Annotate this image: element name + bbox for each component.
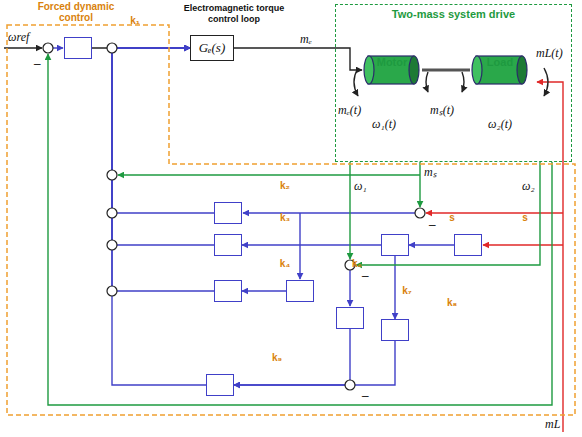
- wiring-part: [43, 43, 425, 390]
- signal-label: ω₂(t): [488, 118, 512, 131]
- cylinder-body: [476, 56, 522, 84]
- sign-mark: –: [34, 56, 41, 69]
- torque-arrow: [426, 72, 428, 92]
- block-label: k₁: [89, 15, 181, 26]
- sign-mark: –: [429, 217, 436, 230]
- connector: [234, 329, 350, 385]
- heading: Load: [470, 56, 530, 68]
- load-torque-wire: [537, 82, 563, 432]
- motor-cylinder: Motor: [362, 53, 422, 87]
- signal-label: mₛ: [424, 166, 437, 179]
- wiring-part: [4, 48, 563, 432]
- connector: [112, 48, 214, 291]
- cylinder-face: [364, 56, 374, 84]
- signal-label: mL: [545, 418, 560, 431]
- plant-region: Motor Load Two-mass system drive: [335, 4, 572, 162]
- summing-junction: [107, 240, 117, 250]
- torque-arrow: [354, 68, 358, 96]
- signal-label: mₛ(t): [430, 104, 454, 117]
- signal-label: ω₂: [522, 180, 535, 193]
- connector: [112, 48, 214, 213]
- summing-junction: [107, 170, 117, 180]
- signal-wire: [349, 270, 350, 306]
- torque-arrow: [544, 68, 548, 96]
- connector: [234, 48, 362, 70]
- connector: [242, 244, 381, 245]
- signal-wire: [243, 212, 415, 213]
- sign-mark: –: [362, 268, 369, 281]
- region-outline: [7, 25, 575, 415]
- gain-block: k₁: [64, 37, 92, 59]
- sign-mark: –: [362, 388, 369, 401]
- connector: [112, 48, 206, 385]
- summing-junction: [107, 286, 117, 296]
- speed-wire: [349, 162, 350, 259]
- connector: [409, 244, 454, 245]
- block-label: k₇: [361, 285, 453, 296]
- derivative-block: s: [381, 234, 409, 256]
- torque-arrow: [462, 72, 464, 92]
- gain-block: k₆: [286, 280, 314, 302]
- block-label: s: [479, 212, 571, 223]
- signal-label: mₑ: [300, 33, 312, 46]
- summing-junction: [43, 43, 53, 53]
- signal-label: ω₁: [354, 180, 367, 193]
- gain-block: k₈: [381, 319, 409, 341]
- block-label: k₉: [231, 352, 323, 363]
- block-label: k₃: [239, 212, 331, 223]
- cylinder-face: [409, 56, 419, 84]
- derivative-block: s: [454, 234, 482, 256]
- block-label: s: [406, 212, 498, 223]
- block-label: Gₑ(s): [199, 40, 226, 56]
- load-torque-wire: [483, 244, 563, 245]
- heading: Forced dynamic control: [30, 1, 122, 23]
- signal-wire: [299, 213, 300, 279]
- summing-junction: [345, 380, 355, 390]
- gain-block: k₃: [214, 234, 242, 256]
- signal-label: Electromagnetic torque control loop: [178, 3, 290, 25]
- block-label: k₄: [239, 258, 331, 269]
- summing-junction: [107, 208, 117, 218]
- block-label: k₆: [311, 258, 403, 269]
- transfer-block: Gₑ(s): [190, 35, 234, 61]
- connector: [422, 69, 470, 72]
- speed-feedback-wire: [48, 54, 552, 405]
- ms-wire: [419, 162, 420, 207]
- signal-label: mL(t): [536, 47, 563, 60]
- summing-junction: [107, 43, 117, 53]
- gain-block: k₄: [214, 280, 242, 302]
- signal-label: mₑ(t): [338, 104, 361, 117]
- connector: [112, 48, 214, 245]
- speed-wire: [356, 162, 540, 265]
- signal-label: ω₁(t): [372, 118, 396, 131]
- signal-label: ωref: [8, 31, 29, 44]
- load-cylinder: Load: [470, 53, 530, 87]
- gain-block: k₂: [214, 202, 242, 224]
- load-torque-wire: [426, 212, 563, 213]
- connector: [242, 290, 286, 291]
- block-label: k₈: [406, 297, 498, 308]
- ms-wire: [118, 174, 420, 175]
- signal-wire: [53, 47, 63, 48]
- gain-block: k₇: [336, 307, 364, 329]
- block-label: k₂: [239, 180, 331, 191]
- cylinder-body: [368, 56, 414, 84]
- input-wire: [4, 47, 42, 48]
- connector: [234, 341, 395, 385]
- summing-junction: [415, 208, 425, 218]
- heading: Motor: [362, 56, 422, 68]
- heading: Two-mass system drive: [336, 8, 571, 20]
- cylinder-face: [517, 56, 527, 84]
- cylinder-face: [472, 56, 482, 84]
- gain-block: k₉: [206, 374, 234, 396]
